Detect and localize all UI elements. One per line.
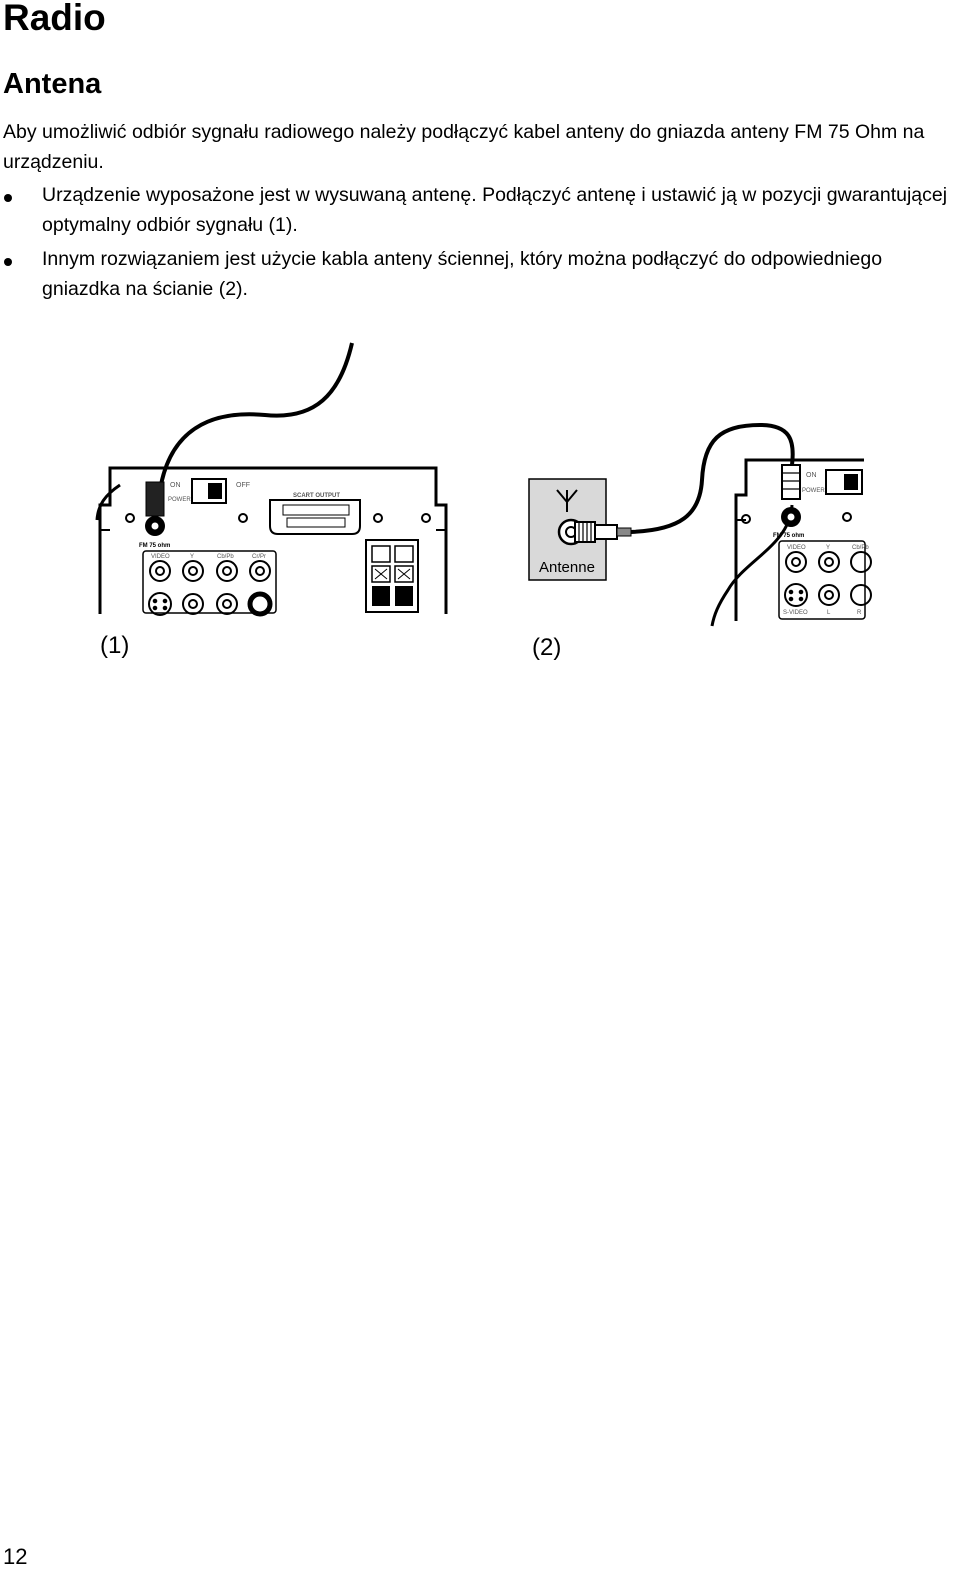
wire-antenna-1 [95,342,354,536]
power-label: POWER [168,497,191,503]
fm-plug-2 [781,464,801,527]
bullet-icon [4,258,12,266]
panel-text-1: ON OFF POWER SCART OUTPUT FM 75 ohm VIDE… [139,482,340,560]
switch-on-label: ON [170,482,181,489]
list-item-text: Urządzenie wyposażone jest w wysuwaną an… [42,184,948,236]
svideo-label: S-VIDEO [783,610,808,616]
switch-on-label-2: ON [806,472,817,479]
switch-off-label: OFF [236,482,250,489]
section-title: Antena [3,68,102,100]
video-label: VIDEO [151,554,170,560]
list-item: Innym rozwiązaniem jest użycie kabla ant… [0,244,955,304]
bullet-list: Urządzenie wyposażone jest w wysuwaną an… [0,180,955,308]
r-label: R [857,610,862,616]
antenna-connection-diagram: ON OFF POWER SCART OUTPUT FM 75 ohm VIDE… [95,342,872,627]
fm-label-2: FM 75 ohm [773,533,804,539]
wall-socket-label: Antenne [539,559,595,576]
fm-label: FM 75 ohm [139,543,170,549]
page-number: 12 [3,1544,28,1569]
figure-caption-1: (1) [100,632,130,659]
l-label: L [827,610,831,616]
bullet-icon [4,194,12,202]
y-label-2: Y [826,545,830,551]
wall-socket: Antenne [528,478,632,581]
rear-panel-1 [98,466,448,617]
video-label-2: VIDEO [787,545,806,551]
page-title: Radio [3,0,106,38]
rear-panel-2 [734,458,872,621]
cb-label: Cb/Pb [217,554,234,560]
figure-caption-2: (2) [532,634,562,661]
power-label-2: POWER [802,488,825,494]
scart-label: SCART OUTPUT [293,493,340,499]
y-label: Y [190,554,194,560]
cr-label: Cr/Pr [252,554,266,560]
intro-paragraph: Aby umożliwić odbiór sygnału radiowego n… [3,121,925,173]
list-item-text: Innym rozwiązaniem jest użycie kabla ant… [42,248,883,300]
panel-text-2: ON POWER FM 75 ohm VIDEO Y Cb/Pb S-VIDEO… [773,472,869,616]
list-item: Urządzenie wyposażone jest w wysuwaną an… [0,180,955,240]
cb-label-2: Cb/Pb [852,545,869,551]
antenna-cable-2 [630,422,795,627]
